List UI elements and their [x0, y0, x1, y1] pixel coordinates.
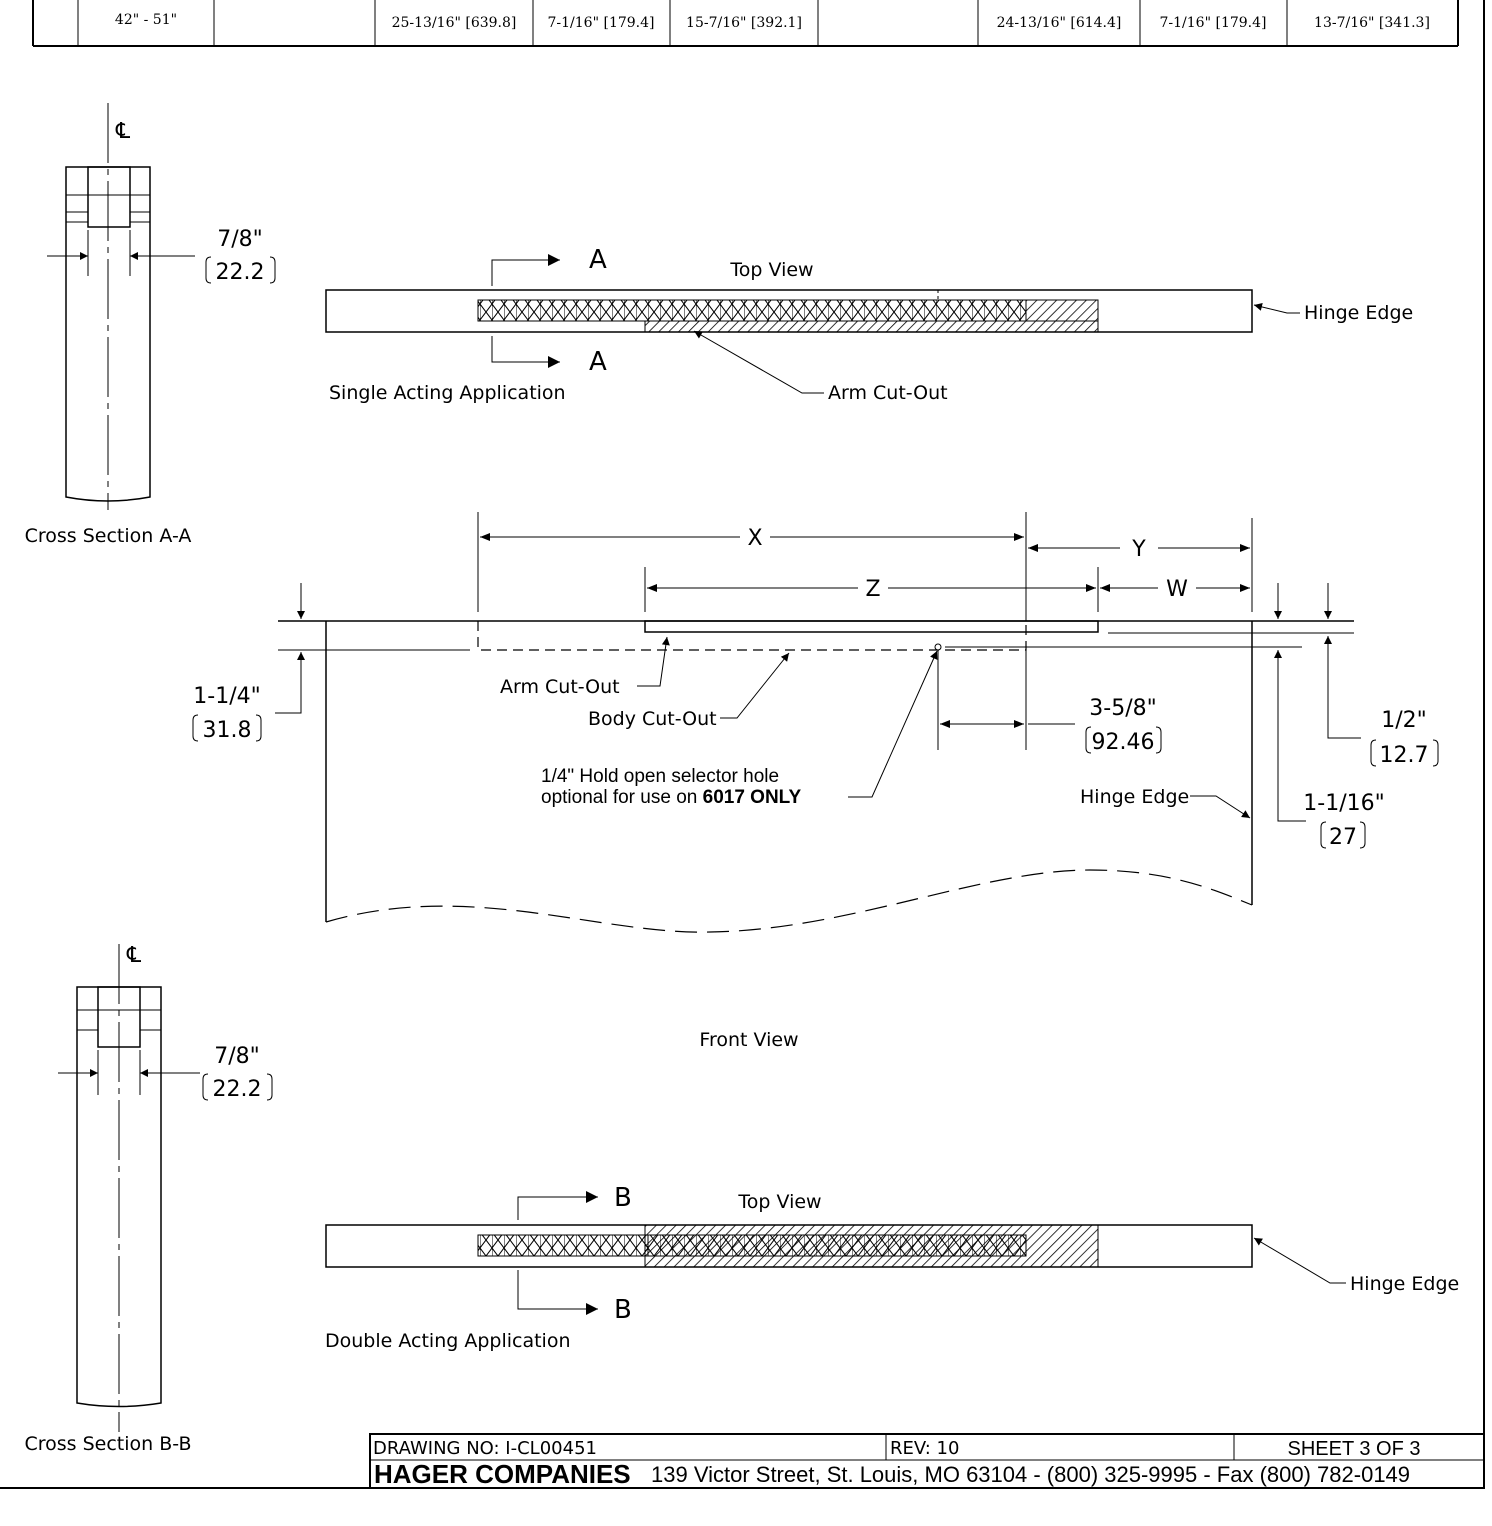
dim-x-label: X	[747, 526, 762, 551]
table-cell-y-single: 7-1/16" [179.4]	[548, 15, 655, 31]
table-cell-z-single: 15-7/16" [392.1]	[686, 15, 802, 31]
hinge-edge-label: Hinge Edge	[1350, 1273, 1459, 1295]
centerline-symbol: ℄	[115, 119, 131, 144]
section-letter-a-top: A	[589, 245, 607, 275]
table-cell-y-double: 7-1/16" [179.4]	[1160, 15, 1267, 31]
body-cutout-label: Body Cut-Out	[588, 708, 717, 730]
sheet-number: SHEET 3 OF 3	[1287, 1438, 1420, 1460]
caption-single-acting: Single Acting Application	[329, 382, 566, 404]
cross-section-b: ℄ 7/8" 22.2 Cross Section B-B	[24, 943, 273, 1455]
dim-mm: 22.2	[216, 260, 265, 285]
caption-cross-section-a: Cross Section A-A	[25, 525, 192, 547]
company-name: HAGER COMPANIES	[374, 1459, 631, 1489]
caption-front-view: Front View	[699, 1029, 798, 1051]
top-view-title: Top View	[737, 1191, 821, 1213]
right-dim2-inch: 1-1/16"	[1303, 791, 1384, 816]
hole-dim-inch: 3-5/8"	[1089, 696, 1156, 721]
cross-section-a: ℄ 7/8" 22.2 Cross Section A-A	[25, 103, 276, 547]
dim-y-label: Y	[1131, 537, 1146, 562]
title-block: DRAWING NO: I-CL00451 REV: 10 SHEET 3 OF…	[0, 1433, 1485, 1489]
top-view-single: A A Top View Hinge Edge Arm Cut-Out Sing…	[325, 245, 1413, 404]
section-letter-b-top: B	[614, 1183, 632, 1213]
front-hinge-edge-label: Hinge Edge	[1080, 786, 1189, 808]
dim-z-label: Z	[865, 577, 880, 602]
revision: REV: 10	[890, 1438, 959, 1459]
section-letter-a-bottom: A	[589, 347, 607, 377]
left-dim-mm: 31.8	[203, 718, 252, 743]
top-view-double: B B Top View Hinge Edge Double Acting Ap…	[325, 1183, 1459, 1352]
hole-note-line2: optional for use on 6017 ONLY	[541, 787, 802, 808]
dim-mm: 22.2	[213, 1077, 262, 1102]
dim-inch: 7/8"	[214, 1044, 260, 1069]
right-dim1-inch: 1/2"	[1381, 708, 1427, 733]
hinge-edge-label: Hinge Edge	[1304, 302, 1413, 324]
table-cell-x-double: 24-13/16" [614.4]	[997, 15, 1122, 31]
table-cell-x-single: 25-13/16" [639.8]	[392, 15, 517, 31]
right-dim1-mm: 12.7	[1380, 743, 1429, 768]
hole-note-line1: 1/4" Hold open selector hole	[541, 766, 779, 787]
hole-note-text: optional for use on	[541, 787, 703, 808]
company-address: 139 Victor Street, St. Louis, MO 63104 -…	[651, 1462, 1410, 1487]
hole-dim-mm: 92.46	[1092, 730, 1155, 755]
dim-w-label: W	[1166, 577, 1188, 602]
dimension-table: 42" - 51" 25-13/16" [639.8] 7-1/16" [179…	[32, 0, 1459, 47]
table-cell-z-double: 13-7/16" [341.3]	[1314, 15, 1430, 31]
right-dim2-mm: 27	[1329, 825, 1357, 850]
centerline-symbol: ℄	[126, 943, 142, 968]
caption-double-acting: Double Acting Application	[325, 1330, 571, 1352]
top-view-title: Top View	[729, 259, 813, 281]
arm-cutout-label: Arm Cut-Out	[828, 382, 948, 404]
drawing-number: DRAWING NO: I-CL00451	[373, 1438, 597, 1459]
front-arm-cutout-label: Arm Cut-Out	[500, 676, 620, 698]
caption-cross-section-b: Cross Section B-B	[24, 1433, 191, 1455]
front-view: X Y Z W 1-1/4" 31.8 Arm Cut-Out Body Cut…	[192, 512, 1439, 1051]
dim-inch: 7/8"	[217, 227, 263, 252]
left-dim-inch: 1-1/4"	[193, 684, 260, 709]
section-letter-b-bottom: B	[614, 1295, 632, 1325]
table-cell-door-width: 42" - 51"	[115, 12, 177, 28]
hole-note-bold: 6017 ONLY	[703, 787, 802, 808]
